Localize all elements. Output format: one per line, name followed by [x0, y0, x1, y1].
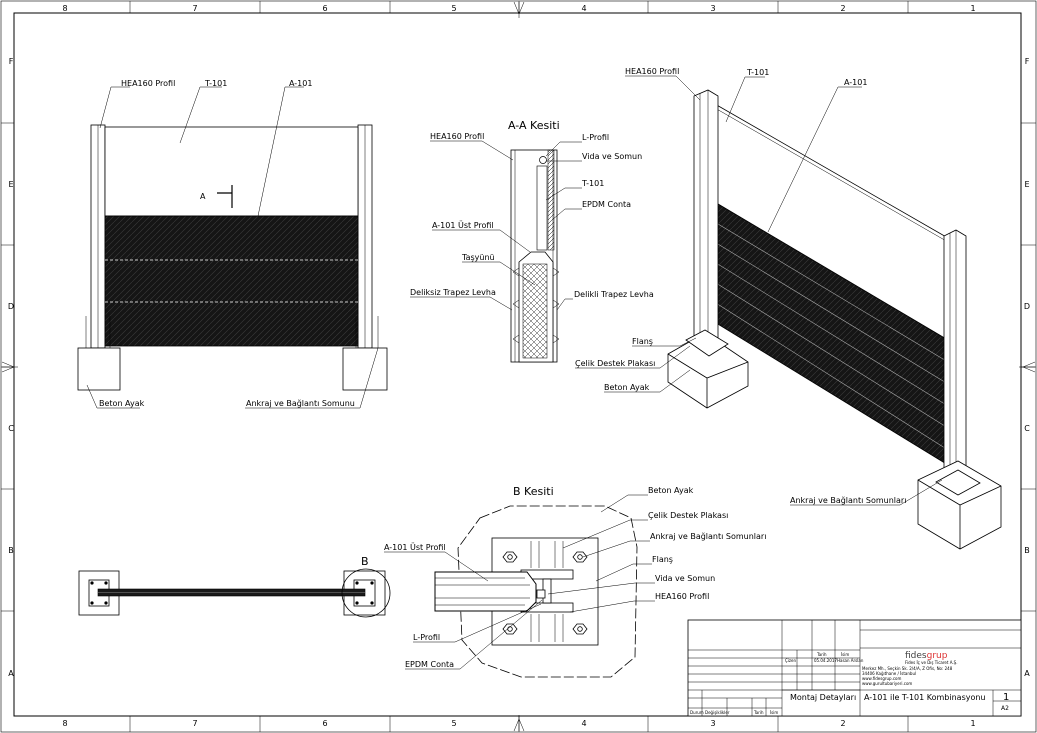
grid-col-bottom: 4 — [581, 719, 586, 728]
label-iso-t101: T-101 — [746, 68, 769, 77]
left-concrete-foot — [77, 347, 121, 391]
label-t101: T-101 — [204, 79, 227, 88]
label-iso-ankraj: Ankraj ve Bağlantı Somunları — [790, 496, 906, 505]
tb-size: A2 — [1001, 705, 1009, 712]
label-aa-epdm: EPDM Conta — [582, 200, 631, 209]
tb-cizen: Çizen — [785, 658, 796, 663]
grid-row-left: B — [8, 546, 14, 555]
label-b-epdm: EPDM Conta — [405, 660, 454, 669]
grid-col-bottom: 1 — [970, 719, 975, 728]
tb-drawing-title: A-101 ile T-101 Kombinasyonu — [864, 693, 986, 702]
label-b-a101ust: A-101 Üst Profil — [384, 542, 446, 552]
label-iso-celik: Çelik Destek Plakası — [575, 359, 655, 368]
detail-b-circle — [341, 568, 391, 618]
tb-isim: Hasan Arslan — [837, 658, 864, 663]
grid-row-right: F — [1025, 57, 1030, 66]
grid-row-right: C — [1024, 424, 1030, 433]
label-iso-beton: Beton Ayak — [604, 383, 650, 392]
label-iso-flans: Flanş — [632, 337, 653, 346]
grid-row-right: A — [1024, 669, 1030, 678]
grid-column-labels: 8 7 6 5 4 3 2 1 8 7 6 5 4 3 2 1 — [62, 4, 975, 728]
grid-col-top: 7 — [192, 4, 197, 13]
grid-row-right: E — [1024, 180, 1029, 189]
label-b-flans: Flanş — [652, 555, 673, 564]
grid-row-left: D — [8, 302, 14, 311]
grid-row-left: A — [8, 669, 14, 678]
section-mark-a: A — [200, 192, 206, 201]
grid-row-labels: F E D C B A F E D C B A — [8, 57, 1030, 678]
grid-col-top: 1 — [970, 4, 975, 13]
grid-row-right: B — [1024, 546, 1030, 555]
grid-row-right: D — [1024, 302, 1030, 311]
label-ankraj: Ankraj ve Bağlantı Somunu — [246, 399, 355, 408]
iso-left-post — [693, 89, 719, 349]
right-concrete-foot — [342, 347, 388, 391]
section-aa-title: A-A Kesiti — [508, 119, 560, 132]
iso-right-post — [943, 229, 967, 489]
label-aa-deliksiz: Deliksiz Trapez Levha — [410, 288, 496, 297]
grid-col-top: 5 — [451, 4, 456, 13]
grid-col-top: 3 — [710, 4, 715, 13]
tb-drawing-name: Montaj Detayları — [790, 693, 856, 702]
grid-col-bottom: 3 — [710, 719, 715, 728]
label-aa-lprofil: L-Profil — [582, 133, 609, 142]
grid-col-bottom: 7 — [192, 719, 197, 728]
section-b-view: B Kesiti Beton Ayak Çelik Destek Plakası… — [384, 485, 766, 678]
label-aa-tasyunu: Taşyünü — [461, 253, 495, 262]
tb-logo-fides: fidesgrup — [905, 651, 948, 661]
label-b-celik: Çelik Destek Plakası — [648, 511, 728, 520]
a101-panel — [104, 215, 359, 347]
tb-web2: www.gurultubariyeri.com — [862, 681, 912, 686]
grid-col-top: 6 — [322, 4, 327, 13]
tb-company: Fides İç ve Dış Ticaret A.Ş. — [905, 660, 957, 665]
label-b-vida: Vida ve Somun — [655, 574, 715, 583]
title-block: Tarih İsim Çizen 05.04.2017 Hasan Arslan… — [687, 619, 1022, 717]
rock-wool — [522, 263, 548, 359]
label-iso-a101: A-101 — [844, 78, 867, 87]
tb-addr1: Merkez Mh., Seçkin Sk. 2/4/A, Z Ofis, No… — [862, 666, 953, 671]
front-view: A HEA160 Profil T-101 A-101 Beton Ayak A… — [77, 79, 388, 409]
tb-rev-tarih: Tarih — [753, 710, 764, 715]
label-aa-t101: T-101 — [581, 179, 604, 188]
grid-col-bottom: 8 — [62, 719, 67, 728]
grid-row-left: C — [8, 424, 14, 433]
grid-col-bottom: 6 — [322, 719, 327, 728]
section-aa-view: A-A Kesiti HEA160 Profil L-Profil Vida v… — [410, 119, 654, 363]
grid-col-top: 2 — [840, 4, 845, 13]
tb-addr2: 34406 Kağıthane / İstanbul — [862, 671, 916, 676]
plan-view: B — [78, 555, 391, 618]
label-hea160: HEA160 Profil — [121, 79, 175, 88]
label-a101: A-101 — [289, 79, 312, 88]
tb-rev-durum: Durum — [690, 710, 704, 715]
label-b-beton: Beton Ayak — [648, 486, 694, 495]
label-b-ankraj: Ankraj ve Bağlantı Somunları — [650, 532, 766, 541]
grid-col-top: 4 — [581, 4, 586, 13]
label-aa-a101ust: A-101 Üst Profil — [432, 220, 494, 230]
tb-logo: fidesgrup — [905, 651, 948, 661]
label-aa-vida: Vida ve Somun — [582, 152, 642, 161]
tb-tarih-h: Tarih — [816, 652, 827, 657]
tb-web1: www.fidesgrup.com — [862, 676, 901, 681]
grid-col-top: 8 — [62, 4, 67, 13]
section-b-title: B Kesiti — [513, 485, 554, 498]
label-beton-ayak: Beton Ayak — [99, 399, 145, 408]
tb-isim-h: İsim — [841, 652, 849, 657]
tb-sheet-no: 1 — [1003, 692, 1009, 703]
label-aa-hea160: HEA160 Profil — [430, 132, 484, 141]
label-b-hea160: HEA160 Profil — [655, 592, 709, 601]
detail-mark-b: B — [361, 555, 369, 568]
label-aa-delikli: Delikli Trapez Levha — [574, 290, 654, 299]
isometric-view: HEA160 Profil T-101 A-101 Flanş Çelik De… — [575, 67, 1002, 550]
grid-col-bottom: 5 — [451, 719, 456, 728]
grid-row-left: F — [9, 57, 14, 66]
tb-rev-degisiklik: Değişiklikler — [705, 710, 730, 715]
label-b-lprofil: L-Profil — [413, 633, 440, 642]
tb-rev-isim: İsim — [770, 710, 778, 715]
grid-row-left: E — [8, 180, 13, 189]
grid-col-bottom: 2 — [840, 719, 845, 728]
tb-tarih: 05.04.2017 — [814, 658, 837, 663]
label-iso-hea160: HEA160 Profil — [625, 67, 679, 76]
